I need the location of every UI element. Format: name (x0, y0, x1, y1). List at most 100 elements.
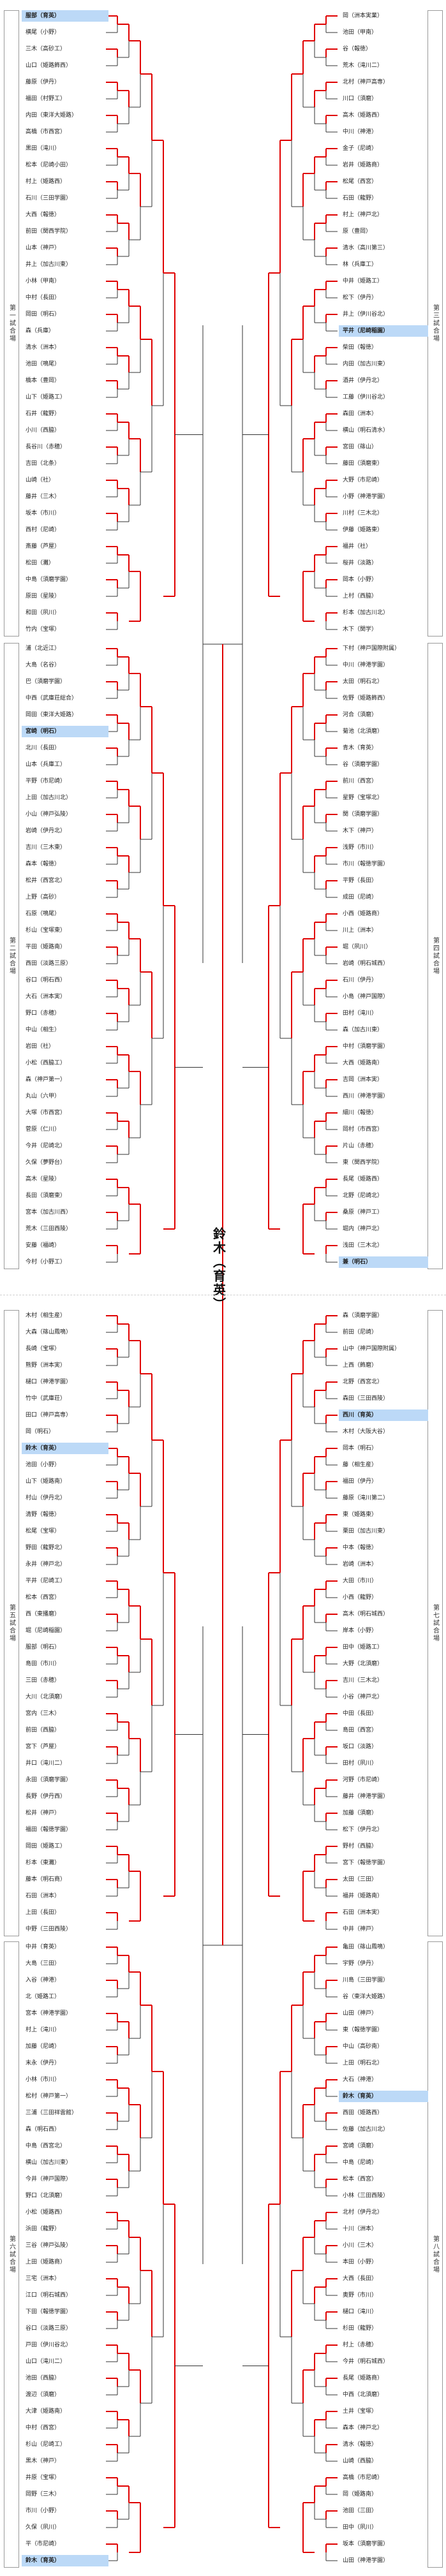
bracket-entry: 長田（須磨東） (26, 1193, 66, 1199)
bracket-entry: 小西（姫路商） (343, 911, 383, 917)
bracket-entry: 小松（西脇工） (26, 1060, 66, 1066)
bracket-entry: 竹中（武庫荘） (26, 1395, 66, 1402)
bracket-entry: 大塚（市西宮） (26, 1110, 66, 1116)
bracket-entry: 大西（姫路南） (343, 1060, 383, 1066)
bracket-entry: 島田（市川） (26, 1661, 61, 1667)
bracket-entry: 谷（報徳） (343, 46, 372, 52)
bracket-entry: 丸山（六甲） (26, 1093, 61, 1100)
bracket-entry: 井原（宝塚） (26, 2475, 61, 2481)
bracket-entry: 市川（小野） (26, 2508, 61, 2514)
bracket-entry: 大津（姫路南） (26, 2408, 66, 2415)
bracket-entry: 大川（北須磨） (26, 1694, 66, 1700)
bracket-entry: 岸本（小野） (343, 1628, 378, 1634)
bracket-entry: 松尾（宝塚） (26, 1528, 61, 1535)
bracket-entry: 西田（姫路西） (343, 2110, 383, 2116)
bracket-entry: 野村（西脇） (343, 1843, 378, 1850)
bracket-entry: 松本（尼崎小田） (26, 162, 72, 168)
bracket-entry: 黒田（滝川） (26, 145, 61, 152)
bracket-entry: 大島（名谷） (26, 662, 61, 668)
bracket-entry: 服部（育英） (22, 10, 108, 22)
bracket-entry: 中西（北須磨） (343, 2392, 383, 2398)
bracket-entry: 清水（高川第三） (343, 245, 389, 251)
bracket-entry: 中井（神戸） (343, 1926, 378, 1932)
bracket-entry: 今井（明石城西） (343, 2359, 389, 2365)
bracket-entry: 奥野（市川） (343, 2292, 378, 2299)
bracket-entry: 林（兵庫工） (343, 261, 378, 268)
bracket-entry: 吉川（三木東） (26, 844, 66, 851)
bracket-entry: 西田（淡路三原） (26, 960, 72, 967)
bracket-entry: 永田（須磨学園） (26, 1777, 72, 1783)
bracket-entry: 上田（長田） (26, 1910, 61, 1916)
bracket-entry: 和田（夙川） (26, 610, 61, 616)
bracket-entry: 金子（尼崎） (343, 145, 378, 152)
bracket-entry: 吉田（北条） (26, 460, 61, 467)
section-label-text: 第八試合場 (431, 2235, 439, 2274)
bracket-entry: 谷（須磨学園） (343, 762, 383, 768)
bracket-entry: 森本（報徳） (26, 861, 61, 867)
bracket-entry: 今井（尼崎北） (26, 1143, 66, 1149)
bracket-entry: 東（報徳学園） (343, 2027, 383, 2033)
bracket-entry: 野口（赤穂） (26, 1010, 61, 1017)
bracket-entry: 末永（伊丹） (26, 2060, 61, 2066)
bracket-entry: 松本（西宮） (343, 2176, 378, 2182)
bracket-entry: 中田（長田） (343, 1711, 378, 1717)
bracket-entry: 福井（姫路南） (343, 1893, 383, 1899)
bracket-entry: 高木（姫路西） (343, 112, 383, 119)
bracket-entry: 竹内（宝塚） (26, 626, 61, 633)
bracket-entry: 大島（三田） (26, 1961, 61, 1967)
bracket-entry: 北村（神戸高専） (343, 79, 389, 85)
bracket-entry: 石川（三田学園） (26, 195, 72, 202)
bracket-entry: 片山（赤穂） (343, 1143, 378, 1149)
bracket-entry: 宮下（報徳学園） (343, 1860, 389, 1866)
bracket-entry: 浅田（三木北） (343, 1242, 383, 1249)
bracket-entry: 松村（神戸第一） (26, 2093, 72, 2100)
bracket-entry: 岡田（姫路工） (26, 1843, 66, 1850)
bracket-entry: 長尾（姫路西） (343, 1176, 383, 1182)
bracket-entry: 大森（篠山鳳鳴） (26, 1329, 72, 1336)
bracket-entry: 長野（伊丹西） (26, 1793, 66, 1800)
bracket-entry: 中井（育英） (26, 1944, 61, 1950)
bracket-entry: 平井（尼崎工） (26, 1578, 66, 1584)
bracket-entry: 小林（市川） (26, 2077, 61, 2083)
bracket-entry: 江口（明石城西） (26, 2292, 72, 2299)
bracket-entry: 成田（尼崎） (343, 894, 378, 901)
bracket-entry: 村山（伊丹北） (26, 1495, 66, 1501)
bracket-entry: 松下（伊丹） (343, 295, 378, 301)
bracket-entry: 高橋（市尼崎） (343, 2475, 383, 2481)
bracket-entry: 井口（滝川二） (26, 1760, 66, 1767)
bracket-entry: 上田（明石北） (343, 2060, 383, 2066)
bracket-entry: 田口（神戸高専） (26, 1412, 72, 1418)
bracket-entry: 戸田（伊川谷北） (26, 2342, 72, 2348)
bracket-entry: 服部（明石） (26, 1644, 61, 1651)
bracket-entry: 山田（神港学園） (343, 2558, 389, 2564)
bracket-entry: 石井（龍野） (26, 411, 61, 417)
bracket-entry: 藤田（須磨東） (343, 460, 383, 467)
bracket-entry: 木下（関学） (343, 626, 378, 633)
bracket-entry: 山口（滝川二） (26, 2359, 66, 2365)
bracket-entry: 堀内（神戸北） (343, 1226, 383, 1232)
bracket-entry: 岩崎（伊丹北） (26, 828, 66, 834)
bracket-entry: 北（姫路工） (26, 1994, 61, 2000)
bracket-entry: 清水（洲本） (26, 344, 61, 351)
bracket-entry: 杉山（宝塚東） (26, 927, 66, 934)
bracket-entry: 松井（神戸） (26, 1810, 61, 1816)
bracket-entry: 堀（夙川） (343, 944, 372, 950)
bracket-entry: 河合（須磨） (343, 712, 378, 718)
bracket-entry: 西川（育英） (339, 1409, 428, 1421)
bracket-entry: 藤本（明石商） (26, 1876, 66, 1883)
bracket-entry: 山本（兵庫工） (26, 762, 66, 768)
bracket-entry: 山下（姫路工） (26, 394, 66, 401)
bracket-entry: 藤原（伊丹） (26, 79, 61, 85)
bracket-entry: 永井（神戸北） (26, 1561, 66, 1568)
bracket-entry: 岡田（東洋大姫路） (26, 712, 78, 718)
bracket-entry: 小島（神戸国際） (343, 994, 389, 1000)
bracket-entry: 藤原（滝川第二） (343, 1495, 389, 1501)
bracket-entry: 宮田（篠山） (343, 444, 378, 450)
bracket-entry: 黒木（神戸） (26, 2458, 61, 2464)
bracket-entry: 内田（東洋大姫路） (26, 112, 78, 119)
bracket-entry: 村上（赤穂） (343, 2342, 378, 2348)
bracket-entry: 三浦（三田祥雲館） (26, 2110, 78, 2116)
bracket-entry: 岡（洲本実業） (343, 13, 383, 19)
bracket-entry: 中本（報徳） (343, 1545, 378, 1551)
bracket-entry: 山田（神戸） (343, 2010, 378, 2017)
